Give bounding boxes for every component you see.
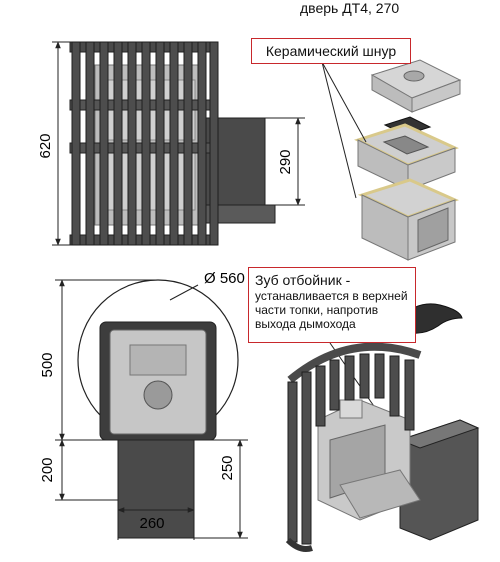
- assembled-view: [285, 342, 480, 552]
- hot-plate: [143, 380, 173, 410]
- grate-bars: [71, 41, 219, 246]
- front-view: 620 290: [37, 41, 305, 246]
- dim-label-200: 200: [39, 457, 56, 482]
- top-view: Ø 560 500 200 250 260: [39, 270, 248, 540]
- flue-opening: [403, 70, 425, 82]
- dim-label-500: 500: [39, 352, 56, 377]
- exploded-view: [321, 59, 462, 261]
- tooth-line-2: устанавливается в верхней: [255, 289, 408, 303]
- ceramic-leader-1: [321, 61, 367, 143]
- stove-inset: [129, 344, 187, 376]
- tooth-deflector-callout: Зуб отбойник - устанавливается в верхней…: [248, 267, 416, 343]
- ceramic-leader-2: [321, 61, 357, 199]
- grate-top-ring: [287, 342, 422, 384]
- channel-top-view: [117, 439, 195, 539]
- dim-label-620: 620: [37, 133, 54, 158]
- tooth-line-3: части топки, напротив: [255, 303, 379, 317]
- diameter-label: Ø 560: [204, 270, 245, 287]
- door-caption: дверь ДТ4, 270: [300, 0, 400, 16]
- tooth-line-4: выхода дымохода: [255, 317, 356, 331]
- ceramic-cord-label: Керамический шнур: [265, 43, 397, 59]
- tooth-line-1: Зуб отбойник -: [255, 272, 351, 288]
- ceramic-cord-callout: Керамический шнур: [251, 38, 411, 64]
- diameter-leader: [169, 284, 199, 301]
- assembled-grate-bars: [287, 353, 415, 545]
- dim-label-290: 290: [277, 149, 294, 174]
- dim-label-250: 250: [219, 455, 236, 480]
- dim-label-260: 260: [139, 515, 164, 532]
